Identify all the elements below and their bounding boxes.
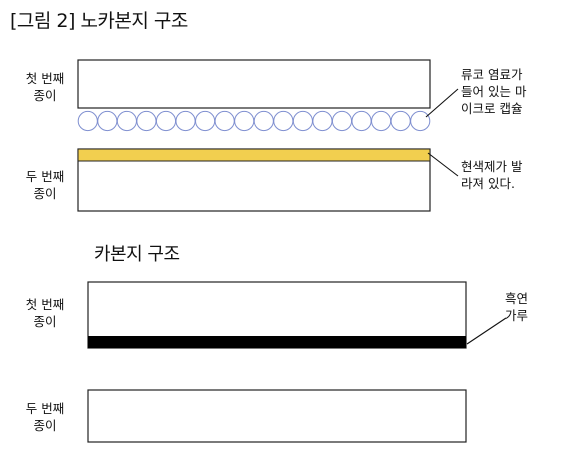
ncr-first-sheet-label-line1: 첫 번째 xyxy=(25,71,65,86)
carbon-first-sheet-label-line1: 첫 번째 xyxy=(25,297,65,312)
capsule-callout-line3: 이크로 캡슐 xyxy=(461,101,523,116)
carbon-subtitle: 카본지 구조 xyxy=(94,244,180,265)
carbon-second-sheet-label-line1: 두 번째 xyxy=(25,401,65,416)
microcapsule xyxy=(292,110,313,132)
microcapsule xyxy=(175,110,196,132)
microcapsule xyxy=(97,110,118,132)
carbon-second-sheet-label: 두 번째 종이 xyxy=(22,400,68,434)
microcapsule xyxy=(214,110,235,132)
carbon-callout-line2: 가루 xyxy=(505,308,529,323)
microcapsule xyxy=(253,110,274,132)
microcapsule xyxy=(351,110,372,132)
developer-coating-layer xyxy=(77,148,431,162)
developer-callout-line1: 현색제가 발 xyxy=(461,159,523,174)
carbon-second-sheet-label-line2: 종이 xyxy=(33,418,57,433)
ncr-second-sheet-label-line1: 두 번째 xyxy=(25,169,65,184)
microcapsule xyxy=(195,110,216,132)
microcapsule xyxy=(116,110,137,132)
carbon-second-sheet xyxy=(87,389,467,443)
developer-leader-line xyxy=(427,152,459,177)
ncr-second-sheet-label-line2: 종이 xyxy=(33,186,57,201)
microcapsule xyxy=(410,110,431,132)
figure-title: [그림 2] 노카본지 구조 xyxy=(10,10,188,32)
microcapsule xyxy=(234,110,255,132)
microcapsule xyxy=(390,110,411,132)
carbon-callout-line1: 흑연 xyxy=(505,291,529,306)
microcapsule-layer xyxy=(77,110,431,132)
developer-callout: 현색제가 발 라져 있다. xyxy=(461,158,522,192)
capsule-leader-line xyxy=(425,88,459,118)
ncr-first-sheet xyxy=(77,59,431,109)
capsule-callout: 류코 염료가 들어 있는 마 이크로 캡슐 xyxy=(461,66,526,117)
ncr-first-sheet-label-line2: 종이 xyxy=(33,88,57,103)
microcapsule xyxy=(312,110,333,132)
carbon-graphite-layer xyxy=(88,336,466,348)
microcapsule xyxy=(155,110,177,132)
carbon-leader-line xyxy=(466,317,507,345)
microcapsule xyxy=(136,110,157,132)
carbon-first-sheet-label-line2: 종이 xyxy=(33,314,57,329)
ncr-first-sheet-label: 첫 번째 종이 xyxy=(22,70,68,104)
developer-callout-line2: 라져 있다. xyxy=(461,176,515,191)
microcapsule xyxy=(371,110,392,132)
microcapsule xyxy=(77,110,98,132)
carbon-first-sheet-label: 첫 번째 종이 xyxy=(22,296,68,330)
carbon-callout: 흑연 가루 xyxy=(505,290,528,324)
microcapsule xyxy=(273,110,294,132)
capsule-callout-line2: 들어 있는 마 xyxy=(461,84,527,99)
microcapsule xyxy=(331,110,353,132)
ncr-second-sheet-label: 두 번째 종이 xyxy=(22,168,68,202)
capsule-callout-line1: 류코 염료가 xyxy=(461,67,523,82)
